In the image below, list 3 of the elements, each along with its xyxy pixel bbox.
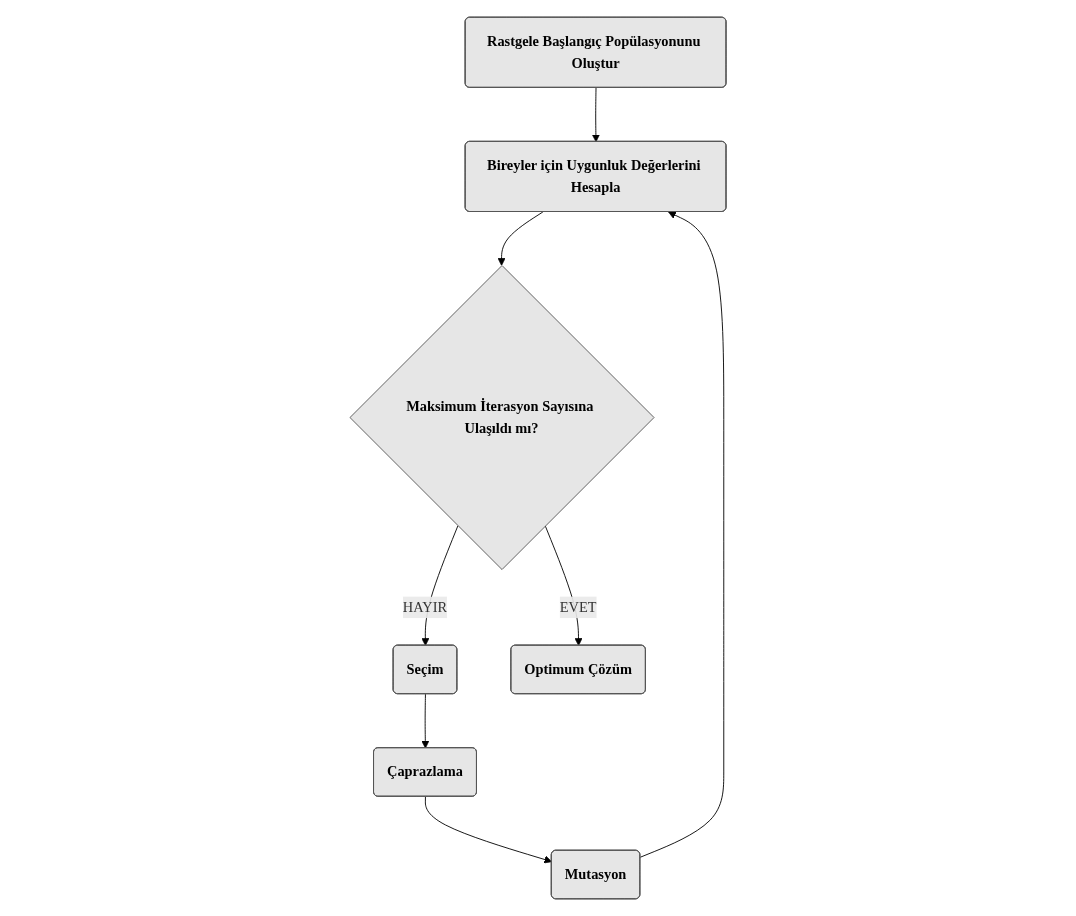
node-diamond: Maksimum İterasyon Sayısına Ulaşıldı mı?	[349, 265, 655, 570]
edge-label: EVET	[559, 599, 597, 615]
edge-label: HAYIR	[402, 599, 448, 615]
